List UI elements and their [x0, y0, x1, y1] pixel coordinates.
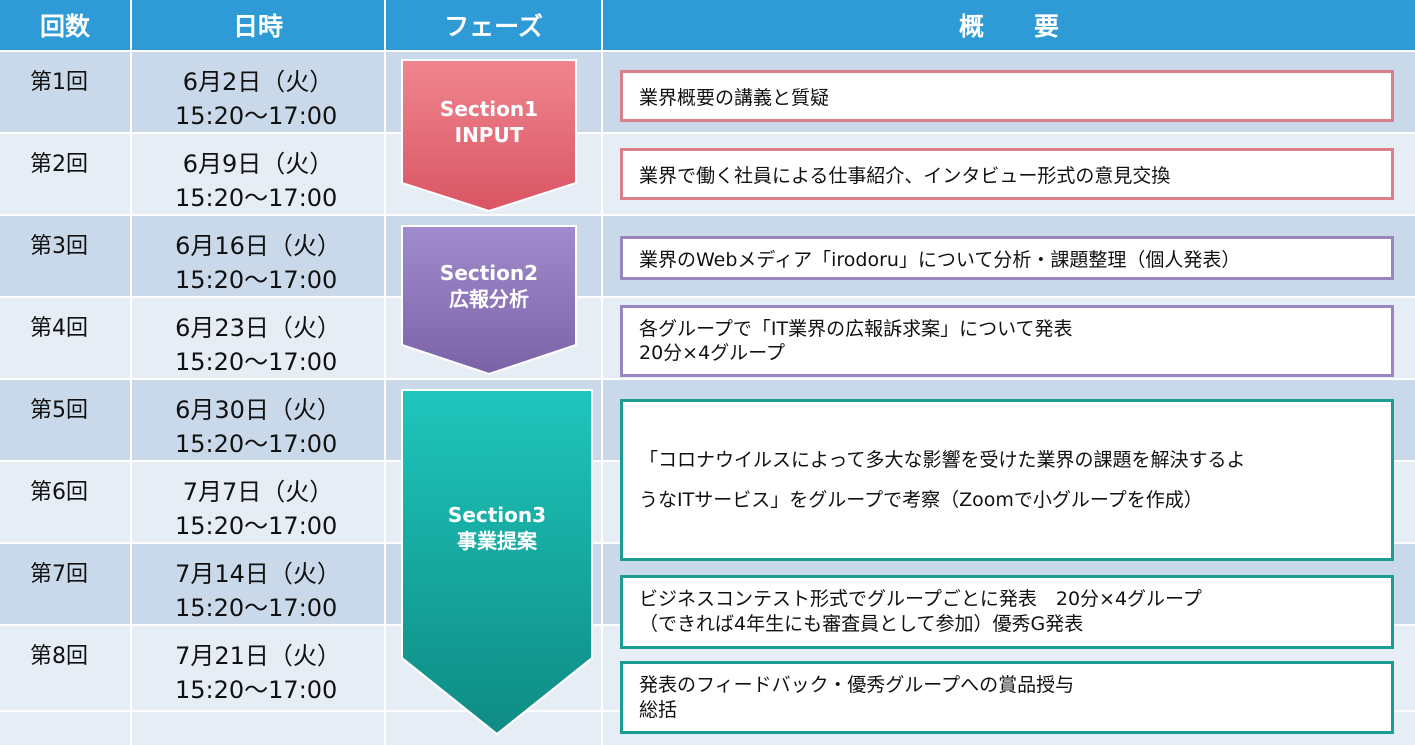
phase-label-section2: Section2 広報分析: [402, 260, 576, 312]
date-cell: 6月9日（火）: [182, 150, 334, 178]
summary-box-3: 業界のWebメディア「irodoru」について分析・課題整理（個人発表）: [620, 236, 1394, 280]
phase-arrow-section1: [401, 59, 577, 213]
header-phase: フェーズ: [386, 0, 601, 50]
date-cell: 7月21日（火）: [175, 642, 341, 670]
date-cell: 6月16日（火）: [175, 232, 341, 260]
phase-label-line1: Section2: [439, 261, 539, 285]
date-cell: 6月2日（火）: [182, 68, 334, 96]
time-cell: 15:20～17:00: [175, 348, 338, 376]
summary-text: 発表のフィードバック・優秀グループへの賞品授与 総括: [639, 673, 1075, 721]
summary-text: 各グループで「IT業界の広報訴求案」について発表 20分×4グループ: [639, 318, 1073, 364]
column-divider: [130, 50, 132, 745]
column-divider: [601, 50, 603, 745]
summary-text: 業界のWebメディア「irodoru」について分析・課題整理（個人発表）: [639, 248, 1241, 271]
round-cell: 第2回: [30, 152, 88, 177]
row-divider: [0, 378, 1415, 380]
time-cell: 15:20～17:00: [175, 184, 338, 212]
summary-text: ビジネスコンテスト形式でグループごとに発表 20分×4グループ （できれば4年生…: [639, 588, 1202, 635]
header-summary: 概 要: [603, 0, 1415, 50]
phase-label-line2: 広報分析: [449, 287, 529, 311]
time-cell: 15:20～17:00: [175, 512, 338, 540]
time-cell: 15:20～17:00: [175, 266, 338, 294]
round-cell: 第6回: [30, 480, 88, 505]
phase-label-line2: INPUT: [454, 123, 524, 147]
phase-label-section1: Section1 INPUT: [402, 96, 576, 148]
round-cell: 第5回: [30, 398, 88, 423]
date-cell: 7月7日（火）: [182, 478, 334, 506]
phase-arrow-section3: [401, 389, 593, 736]
summary-box-4: 各グループで「IT業界の広報訴求案」について発表 20分×4グループ: [620, 305, 1394, 377]
phase-arrow-section2: [401, 225, 577, 376]
phase-label-section3: Section3 事業提案: [402, 502, 592, 554]
header-datetime: 日時: [132, 0, 384, 50]
date-cell: 6月23日（火）: [175, 314, 341, 342]
row-divider: [0, 50, 1415, 52]
row-divider: [0, 214, 1415, 216]
row-divider: [0, 296, 1415, 298]
summary-text: 「コロナウイルスによって多大な影響を受けた業界の課題を解決するよ うなITサービ…: [639, 449, 1246, 511]
round-cell: 第4回: [30, 316, 88, 341]
summary-box-2: 業界で働く社員による仕事紹介、インタビュー形式の意見交換: [620, 148, 1394, 200]
row-divider: [0, 132, 1415, 134]
summary-box-5: 「コロナウイルスによって多大な影響を受けた業界の課題を解決するよ うなITサービ…: [620, 399, 1394, 561]
round-cell: 第8回: [30, 644, 88, 669]
round-cell: 第1回: [30, 70, 88, 95]
time-cell: 15:20～17:00: [175, 594, 338, 622]
summary-box-1: 業界概要の講義と質疑: [620, 70, 1394, 122]
summary-box-7: 発表のフィードバック・優秀グループへの賞品授与 総括: [620, 661, 1394, 734]
time-cell: 15:20～17:00: [175, 102, 338, 130]
phase-label-line1: Section1: [439, 97, 539, 121]
phase-label-line2: 事業提案: [457, 529, 537, 553]
round-cell: 第7回: [30, 562, 88, 587]
time-cell: 15:20～17:00: [175, 676, 338, 704]
summary-text: 業界概要の講義と質疑: [639, 86, 830, 109]
round-cell: 第3回: [30, 234, 88, 259]
phase-label-line1: Section3: [447, 503, 547, 527]
summary-text: 業界で働く社員による仕事紹介、インタビュー形式の意見交換: [639, 164, 1171, 187]
date-cell: 7月14日（火）: [175, 560, 341, 588]
time-cell: 15:20～17:00: [175, 430, 338, 458]
column-divider: [384, 50, 386, 745]
header-round: 回数: [0, 0, 130, 50]
summary-box-6: ビジネスコンテスト形式でグループごとに発表 20分×4グループ （できれば4年生…: [620, 575, 1394, 649]
date-cell: 6月30日（火）: [175, 396, 341, 424]
